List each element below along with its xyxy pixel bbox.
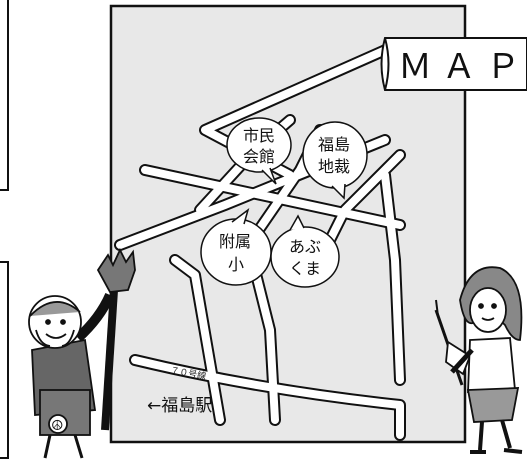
map-title: ＭＡＰ — [398, 48, 527, 86]
left-frame-lines — [0, 0, 9, 459]
fukushima-station-label: ←福島駅 — [147, 396, 212, 416]
peace-badge-symbol: ☮ — [51, 418, 64, 434]
peace-badge — [48, 414, 68, 434]
bubble-city-hall: 市民 会館 — [226, 117, 292, 185]
girl-character-illustration — [434, 266, 523, 454]
bubble-city-hall-line1: 市民 — [243, 126, 275, 145]
bubble-abukuma-line2: くま — [289, 259, 321, 278]
bubble-court: 福島 地裁 — [302, 121, 368, 200]
map-title-banner: ＭＡＰ — [380, 37, 527, 91]
road-network — [114, 42, 406, 441]
bubble-court-line1: 福島 — [318, 135, 350, 154]
bubble-school-line1: 附属 — [219, 232, 251, 251]
bubble-abukuma: あぶ くま — [270, 214, 340, 288]
bubble-school: 附属 小 — [200, 208, 272, 286]
bubble-city-hall-line2: 会館 — [243, 147, 275, 166]
bubble-school-line2: 小 — [228, 255, 244, 274]
boy-character-illustration: ☮ — [28, 247, 136, 459]
bubble-abukuma-line1: あぶ — [289, 237, 321, 256]
bubble-court-line2: 地裁 — [318, 157, 350, 176]
